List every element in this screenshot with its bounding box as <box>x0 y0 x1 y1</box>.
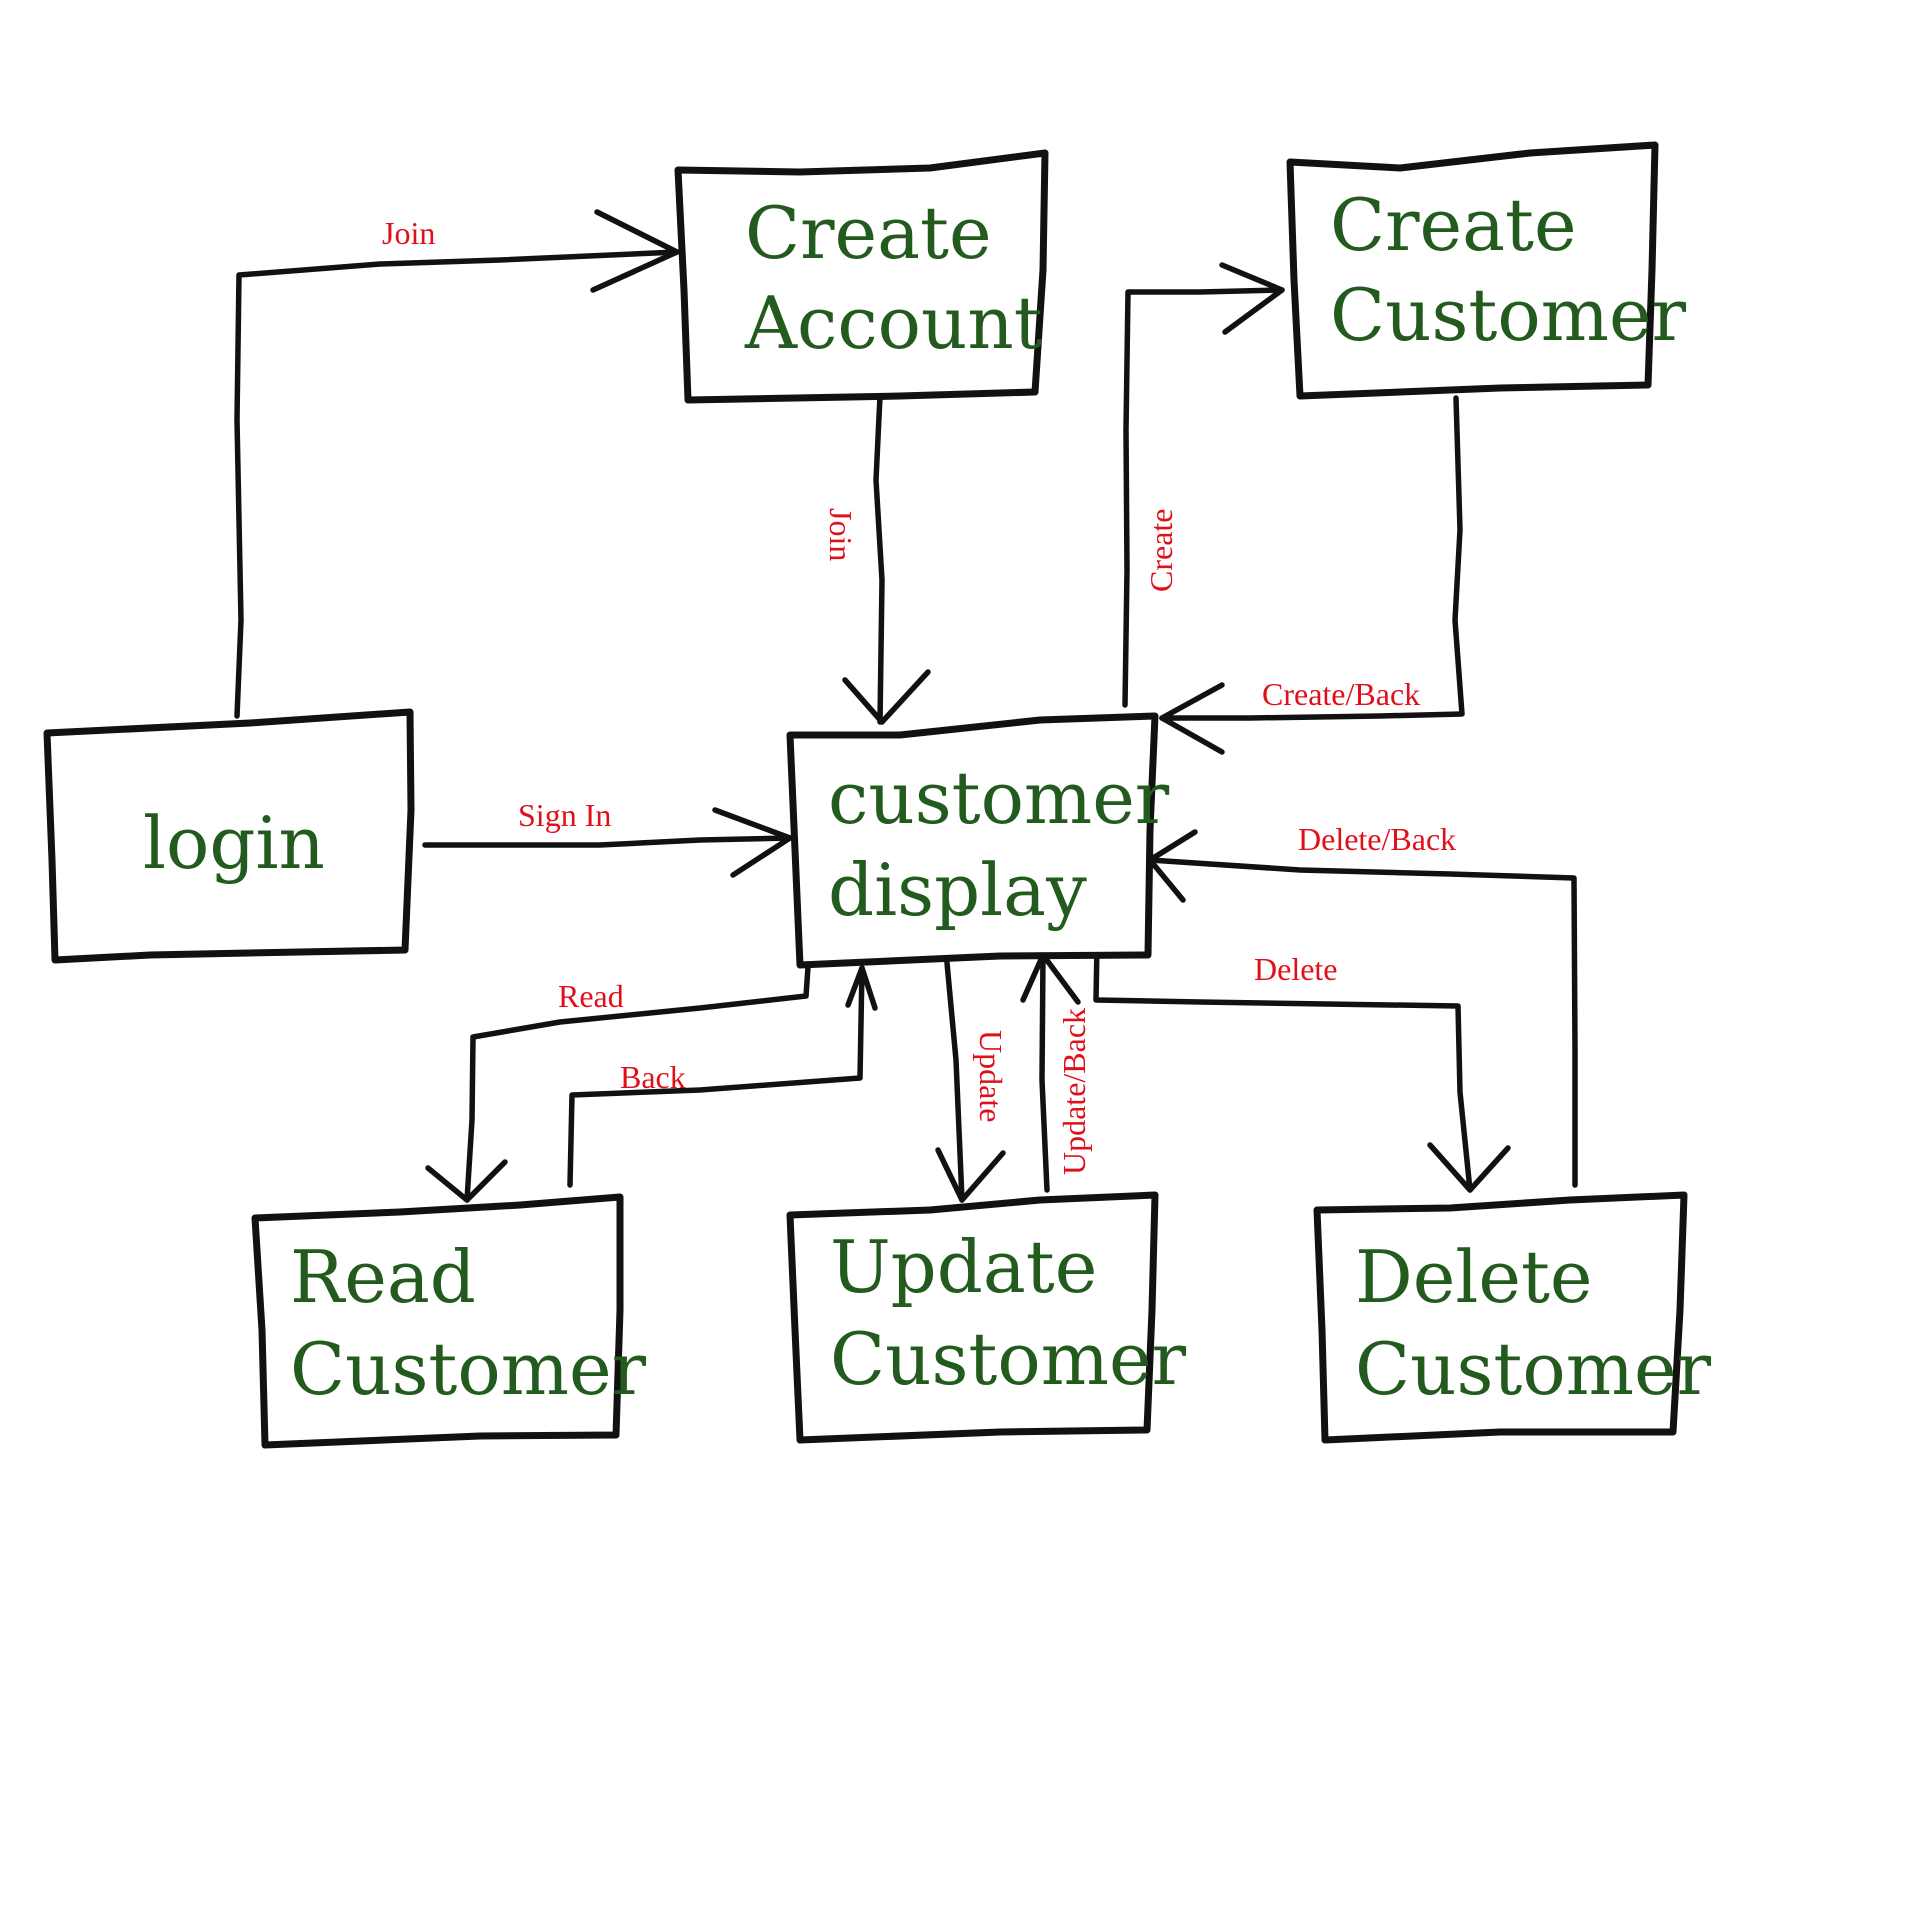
edge-create-account-join <box>873 393 885 725</box>
edge-create-back <box>1159 395 1465 721</box>
edge-update <box>944 960 965 1203</box>
node-create-account-box <box>674 149 1049 404</box>
arrowhead-delete-back <box>1147 829 1198 903</box>
node-create-customer: Create Customer <box>1286 141 1687 400</box>
edge-label-read: Read <box>558 978 624 1014</box>
edge-label-delete-back: Delete/Back <box>1298 821 1456 857</box>
edge-label-delete: Delete <box>1254 951 1338 987</box>
edge-label-sign-in: Sign In <box>518 797 611 833</box>
arrowhead-create-account-join <box>842 669 931 725</box>
node-update-customer: Update Customer <box>786 1191 1187 1444</box>
node-create-customer-label: Create Customer <box>1330 183 1687 357</box>
connectors <box>234 209 1578 1203</box>
node-login-box <box>43 708 415 964</box>
node-update-customer-label: Update Customer <box>830 1225 1187 1401</box>
node-delete-customer-box <box>1313 1191 1688 1444</box>
arrowhead-create <box>1219 262 1285 335</box>
node-read-customer: Read Customer <box>251 1193 647 1449</box>
arrowhead-update-back <box>1020 952 1081 1005</box>
arrowhead-create-back <box>1159 682 1225 755</box>
node-customer-display: customer display <box>786 712 1192 969</box>
node-create-account: Create Account <box>674 149 1049 404</box>
edge-back <box>567 965 865 1188</box>
arrowhead-read <box>425 1159 508 1203</box>
edge-label-create-account-join: Join <box>823 508 859 561</box>
node-delete-customer: Delete Customer <box>1313 1191 1712 1444</box>
edge-login-join <box>234 249 680 719</box>
node-login-label: login <box>143 801 325 885</box>
edge-label-update: Update <box>973 1030 1009 1122</box>
edge-delete <box>1093 942 1473 1193</box>
node-login: login <box>43 708 415 964</box>
node-delete-customer-label: Delete Customer <box>1355 1235 1712 1411</box>
edge-label-update-back: Update/Back <box>1056 1008 1092 1175</box>
edge-update-back <box>1039 952 1050 1193</box>
edge-label-back: Back <box>620 1059 686 1095</box>
edge-delete-back <box>1147 857 1578 1188</box>
arrowhead-sign-in <box>712 807 793 878</box>
edge-label-login-join: Join <box>382 215 435 251</box>
edge-create <box>1122 287 1285 708</box>
edge-sign-in <box>422 835 793 848</box>
arrowhead-back <box>845 965 878 1011</box>
edge-label-create-back: Create/Back <box>1262 676 1420 712</box>
node-create-customer-box <box>1286 141 1659 400</box>
node-read-customer-label: Read Customer <box>290 1235 647 1411</box>
edge-label-create: Create <box>1143 509 1179 593</box>
arrowhead-delete <box>1427 1142 1511 1193</box>
arrowhead-update <box>935 1147 1006 1203</box>
arrowhead-login-join <box>590 209 680 293</box>
node-customer-display-label: customer display <box>828 756 1192 932</box>
edge-read <box>464 964 811 1203</box>
node-update-customer-box <box>786 1191 1159 1444</box>
node-customer-display-box <box>786 712 1159 969</box>
edge-labels: Join Join Sign In Create Create/Back Del… <box>382 215 1456 1175</box>
node-read-customer-box <box>251 1193 624 1449</box>
node-create-account-label: Create Account <box>744 191 1043 365</box>
